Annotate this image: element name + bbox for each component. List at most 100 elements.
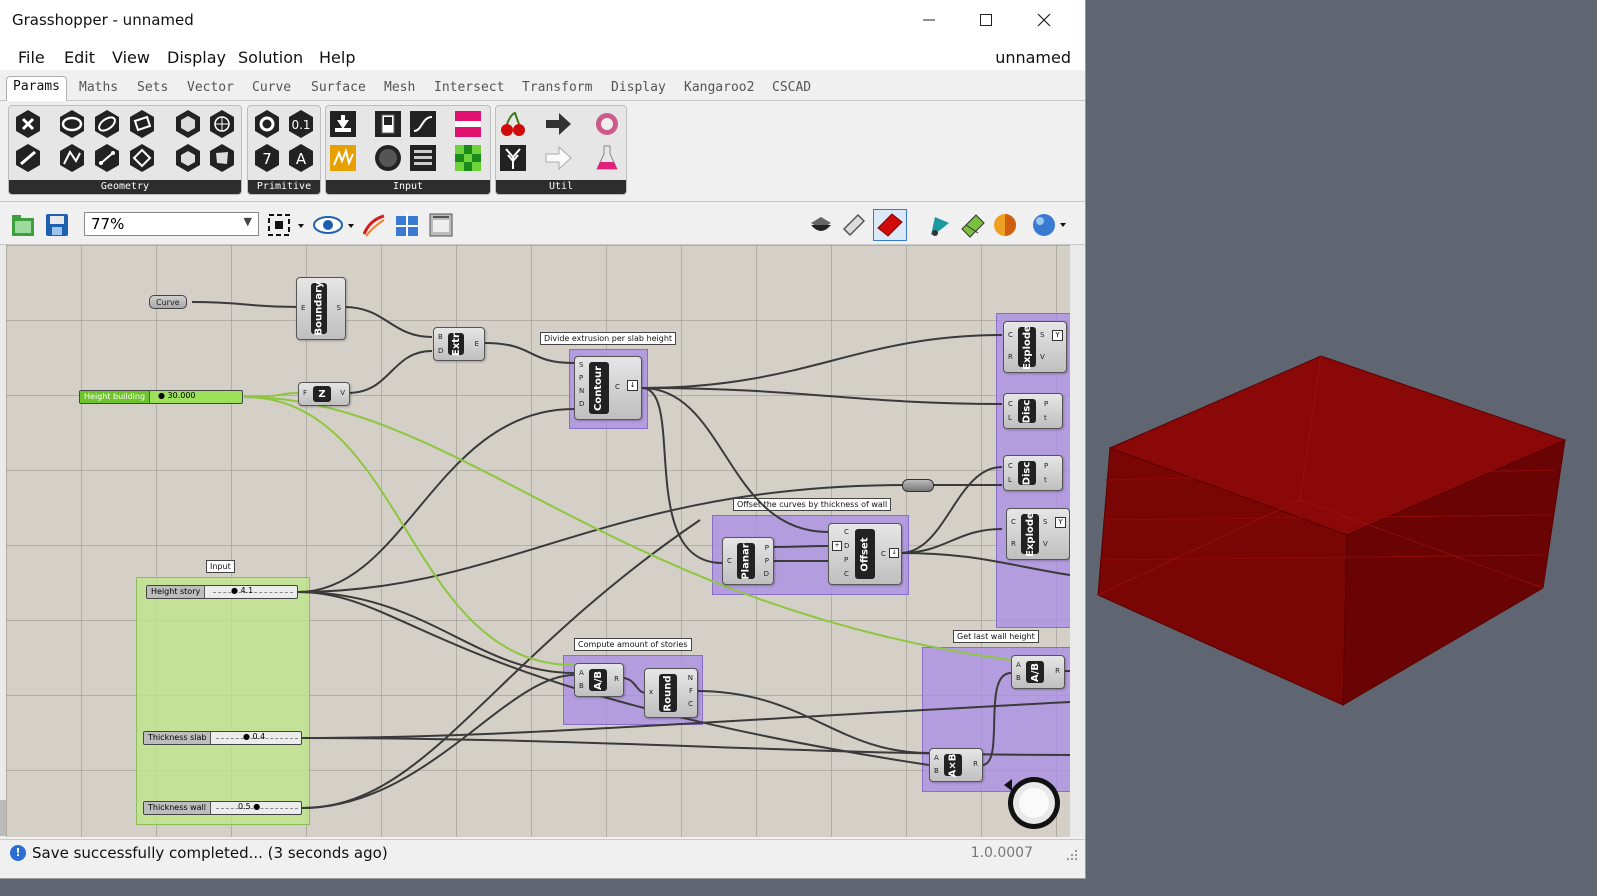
panel-icon[interactable] [328,143,358,173]
close-button[interactable] [1015,0,1073,40]
align-icon[interactable] [393,210,421,240]
tab-cscad[interactable]: CSCAD [772,80,812,95]
boolean-param-icon[interactable] [252,109,282,139]
extrude-component[interactable]: B D Extr E [433,327,485,361]
data-input-icon[interactable] [328,109,358,139]
fitness-icon[interactable] [592,109,622,139]
contour-component[interactable]: S P N D Contour C ↓ [574,356,642,420]
surface-param-icon[interactable] [127,109,157,139]
circle-param-icon[interactable] [57,109,87,139]
preview-shaded-icon[interactable] [840,211,868,239]
zoom-extents-icon[interactable] [266,212,306,238]
text-param-icon[interactable]: A [286,143,316,173]
canvas-settings-icon[interactable] [427,210,455,240]
mesh-param-icon[interactable] [207,109,237,139]
number-param-icon[interactable]: 0.1 [286,109,316,139]
flask-icon[interactable] [592,143,622,173]
menu-help[interactable]: Help [319,48,356,67]
preview-wireframe-icon[interactable] [807,211,835,239]
boundary-component[interactable]: E Boundary S [296,277,346,340]
material-sphere-icon[interactable] [991,211,1019,239]
minimize-button[interactable] [900,0,958,40]
group-input[interactable] [136,577,310,825]
height-building-slider[interactable]: Height building ● 30.000 [79,390,243,404]
thickness-slab-slider[interactable]: Thickness slab ● 0.4 [143,731,302,745]
integer-param-icon[interactable]: 7 [252,143,282,173]
division-component[interactable]: A B A/B R [574,663,624,697]
rhino-viewport[interactable] [1085,0,1597,892]
tab-sets[interactable]: Sets [137,80,169,95]
toggle-switch-icon[interactable] [373,109,403,139]
discontinuity-component-1[interactable]: C L Disc P t [1003,393,1063,429]
graph-mapper-icon[interactable] [408,109,438,139]
box-param-icon[interactable] [173,143,203,173]
unit-z-component[interactable]: F Z V [298,382,350,406]
remove-param-icon[interactable] [13,109,43,139]
explode-component-1[interactable]: C R Explode S V Y [1003,321,1067,373]
relay-arrow-icon[interactable] [543,109,573,139]
preview-eye-icon[interactable] [312,212,356,238]
tab-maths[interactable]: Maths [79,80,119,95]
grasshopper-canvas[interactable]: Input Divide extrusion per slab height O… [6,245,1070,837]
planar-component[interactable]: C Planar P P D [722,537,774,585]
hollow-arrow-icon[interactable] [543,143,573,173]
discontinuity-component-2[interactable]: C L Disc P t [1003,455,1063,491]
multiplication-component[interactable]: A B A×B R [929,748,983,782]
relay-node[interactable] [902,479,934,492]
sketch-pen-icon[interactable] [360,212,388,238]
brep-param-icon[interactable] [173,109,203,139]
tab-params[interactable]: Params [6,76,67,103]
explode-component-2[interactable]: C R Explode S V Y [1006,508,1070,560]
pin-label: B [934,767,939,775]
pin-label: F [688,687,693,695]
navigation-compass-icon[interactable] [1000,771,1064,831]
tab-vector[interactable]: Vector [187,80,234,95]
plane-param-icon[interactable] [127,143,157,173]
round-component[interactable]: x Round N F C [644,668,698,718]
open-file-icon[interactable] [10,212,36,238]
offset-component[interactable]: + C D P C Offset C ↓ [828,523,902,585]
tab-mesh[interactable]: Mesh [384,80,416,95]
resize-grip-icon[interactable] [1067,850,1079,862]
tab-intersect[interactable]: Intersect [434,80,505,95]
menu-file[interactable]: File [18,48,45,67]
button-icon[interactable] [373,143,403,173]
wire [297,484,907,593]
save-file-icon[interactable] [44,212,70,238]
value-list-icon[interactable] [408,143,438,173]
tab-kangaroo2[interactable]: Kangaroo2 [684,80,755,95]
maximize-button[interactable] [957,0,1015,40]
field-param-icon[interactable] [207,143,237,173]
title-bar: Grasshopper - unnamed [0,0,1085,40]
segment-param-icon[interactable] [92,143,122,173]
thickness-wall-slider[interactable]: Thickness wall 0.5 ● [143,801,302,815]
mesh-cell-icon[interactable] [958,211,986,239]
menu-solution[interactable]: Solution [238,48,304,67]
tab-curve[interactable]: Curve [252,80,292,95]
curve-param[interactable]: Curve [149,295,187,309]
pin-label: B [1016,674,1021,682]
tab-surface[interactable]: Surface [311,80,366,95]
tab-display[interactable]: Display [611,80,666,95]
division-component-2[interactable]: A B A/B R [1011,655,1065,689]
kangaroo-bounce-icon[interactable] [925,211,953,239]
menu-view[interactable]: View [112,48,150,67]
preview-selected-button[interactable] [873,209,907,241]
line-param-icon[interactable] [13,143,43,173]
component-core: Z [313,386,331,402]
menu-edit[interactable]: Edit [64,48,95,67]
gradient-icon[interactable] [453,109,483,139]
canvas-vertical-scrollbar[interactable] [0,800,6,836]
zoom-dropdown[interactable]: 77% ▼ [84,212,259,236]
colour-swatch-icon[interactable] [453,143,483,173]
polyline-param-icon[interactable] [57,143,87,173]
slider-label: Height building [80,391,151,403]
height-story-slider[interactable]: Height story ● 4.1 [146,585,298,599]
tab-transform[interactable]: Transform [522,80,593,95]
cherry-picker-icon[interactable] [498,109,528,139]
render-sphere-icon[interactable] [1030,211,1070,239]
tree-icon[interactable] [498,143,528,173]
menu-display[interactable]: Display [167,48,226,67]
pin-label: R [1008,353,1013,361]
curve-param-icon[interactable] [92,109,122,139]
